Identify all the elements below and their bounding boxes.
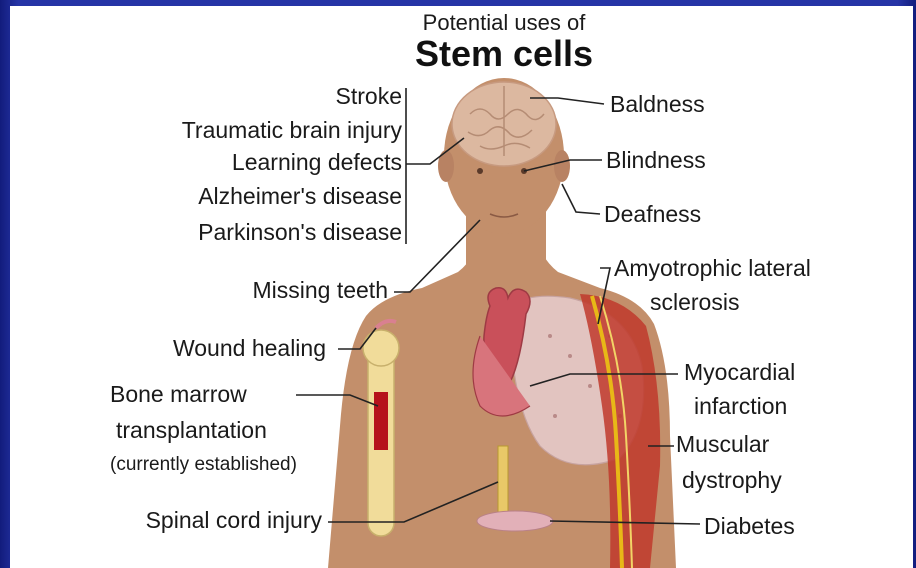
- label-traumatic-brain-injury: Traumatic brain injury: [182, 117, 403, 143]
- title-line1: Potential uses of: [423, 10, 587, 35]
- label-diabetes: Diabetes: [704, 513, 795, 539]
- label-blindness: Blindness: [606, 147, 706, 173]
- label-myocardial-line2: infarction: [694, 393, 787, 419]
- label-spinal-cord-injury: Spinal cord injury: [146, 507, 323, 533]
- label-parkinsons: Parkinson's disease: [198, 219, 402, 245]
- label-baldness: Baldness: [610, 91, 705, 117]
- stem-cell-uses-diagram: Potential uses of Stem cells Stroke Trau…: [10, 6, 913, 568]
- pancreas: [477, 511, 553, 531]
- label-bone-marrow-line3: (currently established): [110, 454, 297, 475]
- label-als-line1: Amyotrophic lateral: [614, 255, 811, 281]
- label-wound-healing: Wound healing: [173, 335, 326, 361]
- ear-left: [438, 150, 454, 182]
- label-missing-teeth: Missing teeth: [252, 277, 388, 303]
- spinal-cord: [498, 446, 508, 516]
- label-bone-marrow-line2: transplantation: [116, 417, 267, 443]
- label-stroke: Stroke: [336, 83, 402, 109]
- label-alzheimers: Alzheimer's disease: [198, 183, 402, 209]
- label-muscular-line1: Muscular: [676, 431, 770, 457]
- ear-right: [554, 150, 570, 182]
- label-muscular-line2: dystrophy: [682, 467, 782, 493]
- label-als-line2: sclerosis: [650, 289, 739, 315]
- title-line2: Stem cells: [415, 33, 593, 74]
- brain-illustration: [452, 82, 556, 166]
- arm-bone: [363, 330, 399, 536]
- label-bone-marrow-line1: Bone marrow: [110, 381, 247, 407]
- label-learning-defects: Learning defects: [232, 149, 402, 175]
- label-myocardial-line1: Myocardial: [684, 359, 795, 385]
- diagram-canvas: Potential uses of Stem cells Stroke Trau…: [10, 6, 913, 568]
- eye-left: [477, 168, 483, 174]
- label-deafness: Deafness: [604, 201, 701, 227]
- bone-marrow: [374, 392, 388, 450]
